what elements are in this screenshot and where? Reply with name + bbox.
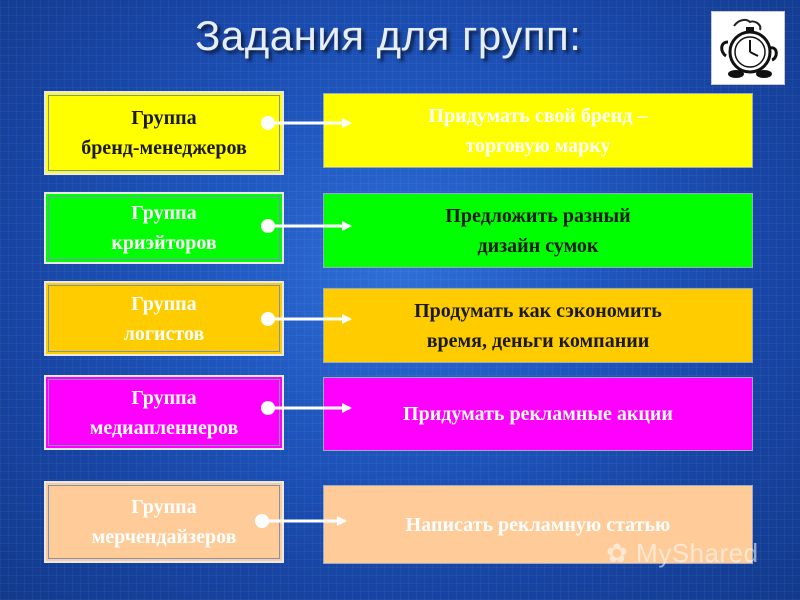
group-box-media-planners: Группа медиапленнеров: [44, 375, 284, 450]
group-label: Группа криэйторов: [111, 202, 217, 254]
group-label: Группа бренд-менеджеров: [81, 107, 247, 159]
task-box-logisticians: Продумать как сэкономить время, деньги к…: [323, 288, 753, 363]
task-box-merchandisers: Написать рекламную статью: [323, 485, 753, 564]
stopwatch-logo-icon: [711, 11, 785, 85]
group-label: Группа мерчендайзеров: [91, 496, 237, 548]
group-label: Группа логистов: [123, 292, 205, 345]
task-label: Предложить разный дизайн сумок: [445, 204, 631, 257]
group-box-creators: Группа криэйторов: [44, 192, 284, 264]
arrow-row-4: [261, 401, 352, 415]
task-label: Продумать как сэкономить время, деньги к…: [414, 299, 662, 352]
arrow-row-1: [261, 116, 352, 130]
group-label: Группа медиапленнеров: [89, 386, 239, 439]
task-label: Написать рекламную статью: [405, 513, 671, 536]
arrow-row-5: [255, 514, 347, 528]
group-box-merchandisers: Группа мерчендайзеров: [44, 481, 284, 563]
page-title: Задания для групп:: [195, 12, 582, 59]
myshared-logo-icon: ✿: [606, 538, 629, 568]
task-label: Придумать рекламные акции: [403, 403, 673, 425]
group-box-brand-managers: Группа бренд-менеджеров: [44, 91, 284, 175]
group-box-logisticians: Группа логистов: [44, 281, 284, 356]
task-label: Придумать свой бренд – торговую марку: [428, 104, 648, 157]
arrow-row-2: [261, 219, 352, 233]
task-box-brand-managers: Придумать свой бренд – торговую марку: [323, 93, 753, 168]
task-box-media-planners: Придумать рекламные акции: [323, 377, 753, 451]
myshared-watermark: ✿ MyShared: [606, 538, 759, 568]
task-box-creators: Предложить разный дизайн сумок: [323, 193, 753, 268]
arrow-row-3: [261, 312, 352, 326]
